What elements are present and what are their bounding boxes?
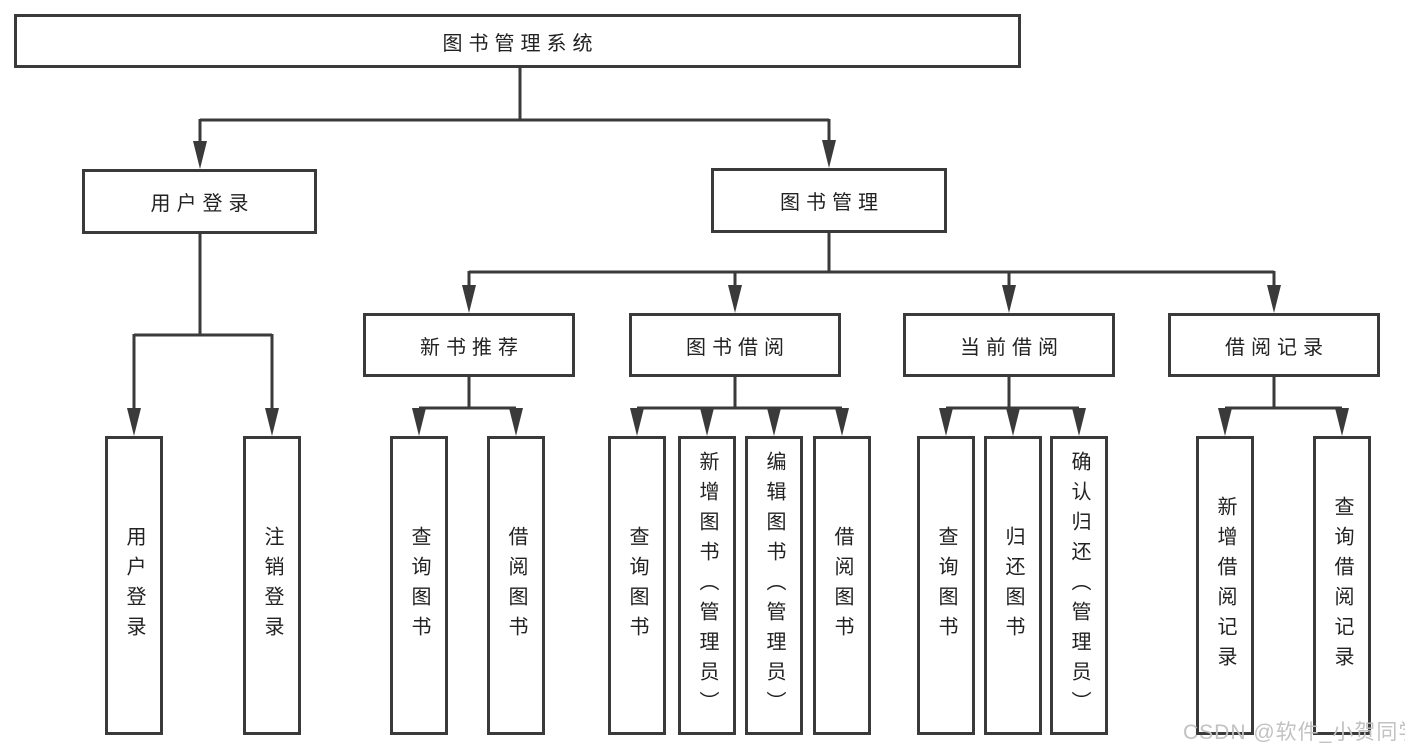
node-label: 查询借阅记录 (1331, 495, 1353, 676)
leaf-current-query-books: 查询图书 (917, 436, 975, 735)
leaf-user-login: 用户登录 (105, 436, 163, 735)
node-current-borrow: 当前借阅 (903, 313, 1115, 377)
node-library-management-system: 图书管理系统 (14, 14, 1021, 68)
arrowheads-new-book-recommend (412, 408, 523, 436)
arrowheads-level2 (193, 140, 836, 169)
leaf-logout: 注销登录 (243, 436, 301, 735)
node-label: 编辑图书（管理员） (763, 450, 785, 721)
arrowheads-user-login (127, 408, 279, 436)
node-label: 归还图书 (1002, 525, 1024, 646)
node-label: 查询图书 (935, 525, 957, 646)
node-label: 图书管理系统 (442, 32, 599, 55)
node-label: 查询图书 (408, 525, 430, 646)
arrowheads-book-borrow (630, 408, 849, 436)
node-label: 借阅图书 (505, 525, 527, 646)
node-label: 当前借阅 (960, 336, 1064, 359)
node-new-book-recommend: 新书推荐 (363, 313, 575, 377)
watermark: CSDN @软件_小贺同学 (1183, 721, 1405, 744)
node-book-management: 图书管理 (711, 168, 947, 233)
node-book-borrow: 图书借阅 (629, 313, 841, 377)
connector-new-book-recommend-to-leaves (419, 377, 516, 410)
node-borrow-records: 借阅记录 (1168, 313, 1380, 377)
leaf-recommend-borrow-books: 借阅图书 (487, 436, 545, 735)
arrowheads-level3 (462, 285, 1281, 313)
node-user-login: 用户登录 (82, 169, 317, 234)
leaf-current-confirm-return-admin: 确认归还（管理员） (1050, 436, 1108, 735)
leaf-current-return-books: 归还图书 (984, 436, 1042, 735)
leaf-borrow-borrow-books: 借阅图书 (813, 436, 871, 735)
node-label: 图书借阅 (686, 336, 790, 359)
connector-borrow-records-to-leaves (1225, 377, 1342, 410)
node-label: 注销登录 (261, 525, 283, 646)
connector-user-login-to-leaves (132, 234, 274, 410)
leaf-records-add-record: 新增借阅记录 (1196, 436, 1254, 735)
node-label: 新增借阅记录 (1214, 495, 1236, 676)
leaf-borrow-query-books: 查询图书 (608, 436, 666, 735)
node-label: 用户登录 (150, 193, 255, 215)
leaf-borrow-edit-books-admin: 编辑图书（管理员） (745, 436, 803, 735)
node-label: 确认归还（管理员） (1068, 450, 1090, 721)
connector-book-borrow-to-leaves (637, 377, 842, 410)
connector-current-borrow-to-leaves (946, 377, 1079, 410)
node-label: 用户登录 (123, 525, 145, 646)
node-label: 新增图书（管理员） (696, 450, 718, 721)
connector-root-to-level2 (198, 68, 831, 143)
node-label: 新书推荐 (420, 336, 524, 359)
leaf-recommend-query-books: 查询图书 (390, 436, 448, 735)
connector-book-management-to-level3 (467, 233, 1276, 287)
arrowheads-current-borrow (939, 408, 1086, 436)
leaf-borrow-add-books-admin: 新增图书（管理员） (678, 436, 736, 735)
arrowheads-borrow-records (1218, 408, 1349, 436)
node-label: 借阅记录 (1225, 336, 1329, 359)
node-label: 借阅图书 (831, 525, 853, 646)
leaf-records-query-record: 查询借阅记录 (1313, 436, 1371, 735)
node-label: 图书管理 (780, 192, 884, 214)
node-label: 查询图书 (626, 525, 648, 646)
